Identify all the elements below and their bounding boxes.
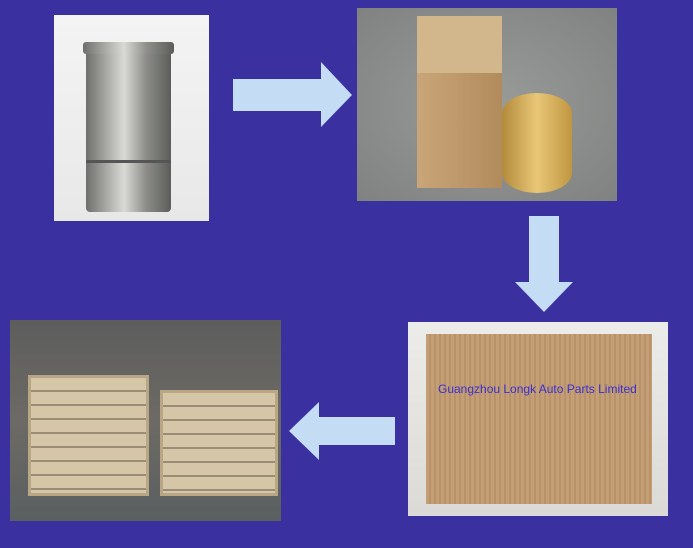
arrow-right-icon bbox=[233, 62, 352, 127]
arrow-left-icon bbox=[289, 402, 395, 460]
crate bbox=[28, 375, 149, 496]
wooden-crates-photo bbox=[10, 320, 281, 521]
cylinder-liner-photo bbox=[54, 15, 209, 221]
carton-photo bbox=[357, 8, 617, 201]
arrow-down-icon bbox=[515, 216, 573, 312]
cylinder-liner bbox=[83, 42, 174, 212]
shipping-carton-photo: Guangzhou Longk Auto Parts Limited bbox=[408, 322, 668, 516]
company-caption: Guangzhou Longk Auto Parts Limited bbox=[438, 382, 637, 396]
crate bbox=[160, 390, 278, 496]
